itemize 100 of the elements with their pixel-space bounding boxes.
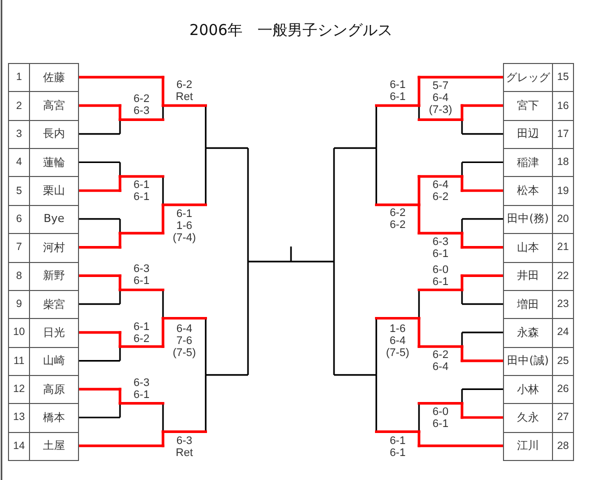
seed-number: 10	[13, 326, 25, 340]
player-row	[8, 403, 79, 433]
player-row	[503, 120, 574, 150]
player-name: 蓮輪	[43, 156, 65, 170]
seed-number: 3	[16, 128, 22, 141]
player-name: 田中(務)	[507, 212, 549, 226]
player-row	[503, 176, 574, 206]
player-row	[8, 290, 79, 320]
match-score: 6-3 6-1	[134, 377, 150, 402]
seed-number: 14	[13, 440, 25, 453]
seed-number: 8	[16, 270, 22, 283]
player-name: Bye	[44, 212, 64, 226]
player-row	[503, 290, 574, 320]
player-row	[503, 63, 574, 92]
match-score: 6-1 1-6 (7-4)	[172, 208, 196, 244]
player-name: 山本	[517, 240, 539, 255]
match-score: 6-3 6-1	[134, 262, 150, 286]
player-name: 新野	[43, 269, 65, 284]
seed-number: 9	[16, 298, 22, 312]
player-name: 橋本	[43, 410, 65, 425]
seed-number: 6	[16, 212, 22, 226]
player-name: 稲津	[517, 156, 539, 170]
seed-number: 1	[16, 71, 22, 84]
match-score: 1-6 6-4 (7-5)	[386, 323, 410, 359]
seed-number: 13	[13, 411, 25, 424]
seed-number: 7	[16, 241, 22, 254]
player-row	[8, 318, 79, 348]
player-name: 日光	[43, 326, 65, 340]
seed-number: 23	[557, 298, 569, 312]
match-score: 6-1 6-1	[390, 435, 406, 459]
player-name: 松本	[517, 184, 539, 198]
player-row	[503, 346, 574, 376]
player-row	[503, 204, 574, 234]
seed-number: 2	[16, 100, 22, 113]
player-row	[503, 403, 574, 433]
seed-number: 21	[557, 241, 569, 254]
player-row	[8, 262, 79, 291]
seed-number: 25	[557, 354, 569, 368]
player-name: 宮下	[517, 99, 539, 114]
player-row	[503, 262, 574, 291]
player-name: 栗山	[43, 184, 65, 198]
seed-number: 26	[557, 383, 569, 396]
seed-number: 19	[557, 184, 569, 198]
seed-number: 22	[557, 270, 569, 283]
player-name: 山崎	[43, 354, 65, 368]
player-row	[8, 233, 79, 263]
player-name: 江川	[517, 439, 539, 454]
seed-number: 18	[557, 156, 569, 170]
player-row	[8, 91, 79, 121]
player-name: 土屋	[43, 439, 65, 454]
match-score: 6-3 Ret	[176, 435, 193, 459]
player-name: 久永	[517, 410, 539, 425]
player-name: 柴宮	[43, 298, 65, 312]
player-row	[503, 432, 574, 462]
player-row	[503, 318, 574, 348]
player-name: 井田	[517, 269, 539, 284]
player-row	[8, 346, 79, 376]
match-score: 6-0 6-1	[432, 406, 448, 430]
seed-number: 15	[557, 71, 569, 84]
player-row	[8, 148, 79, 178]
player-name: 高宮	[43, 99, 65, 114]
player-row	[8, 176, 79, 206]
seed-number: 24	[557, 326, 569, 340]
player-row	[8, 120, 79, 150]
seed-number: 20	[557, 212, 569, 226]
diagram-title: 2006年 一般男子シングルス	[189, 21, 393, 39]
seed-number: 4	[16, 156, 22, 170]
match-score: 6-3 6-1	[432, 236, 448, 260]
match-score: 6-0 6-1	[432, 264, 448, 288]
match-score: 6-1 6-1	[390, 78, 406, 102]
seed-number: 28	[557, 440, 569, 453]
player-name: 長内	[43, 127, 65, 142]
player-name: 佐藤	[43, 70, 65, 85]
match-score: 6-4 7-6 (7-5)	[172, 323, 196, 359]
match-score: 6-4 6-2	[432, 179, 448, 203]
match-score: 6-2 6-3	[134, 92, 150, 117]
match-score: 6-1 6-2	[134, 320, 150, 344]
player-row	[503, 233, 574, 263]
seed-number: 11	[14, 354, 24, 368]
player-name: 増田	[517, 298, 539, 312]
player-name: グレッグ	[506, 70, 550, 85]
player-name: 小林	[517, 382, 539, 397]
player-row	[8, 63, 79, 92]
player-name: 河村	[43, 240, 65, 255]
player-row	[8, 432, 79, 462]
match-score: 6-2 6-2	[390, 207, 406, 231]
match-score: 6-2 6-4	[432, 349, 448, 374]
player-row	[8, 204, 79, 234]
player-name: 田中(誠)	[507, 354, 549, 368]
seed-number: 27	[557, 411, 569, 424]
player-name: 高原	[43, 382, 65, 397]
seed-number: 17	[557, 128, 569, 141]
match-score: 6-1 6-1	[134, 179, 150, 203]
player-name: 田辺	[517, 127, 539, 142]
player-row	[503, 148, 574, 178]
player-name: 永森	[517, 326, 539, 340]
seed-number: 5	[16, 184, 22, 198]
seed-number: 12	[13, 383, 25, 396]
seed-number: 16	[557, 100, 569, 113]
player-row	[503, 374, 574, 404]
